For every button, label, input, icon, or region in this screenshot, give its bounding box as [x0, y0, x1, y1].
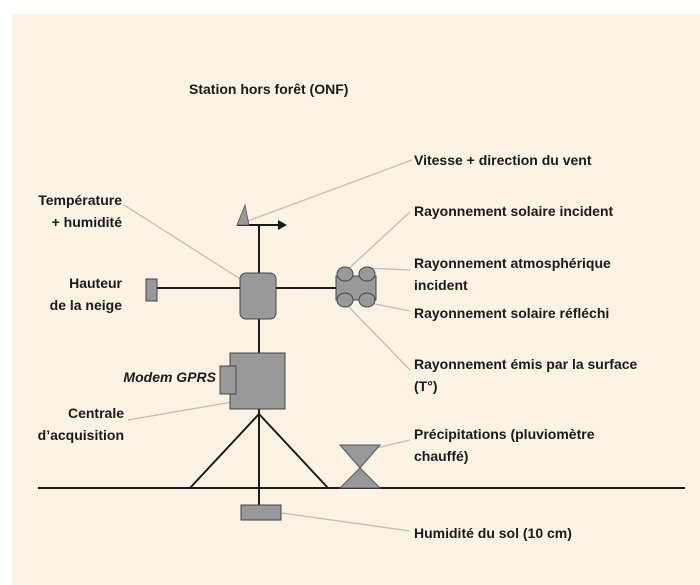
label-temperature: Température + humidité — [10, 189, 122, 233]
wind-arrow-icon — [278, 220, 287, 230]
label-precip-line2: chauffé) — [414, 448, 469, 464]
label-precipitation: Précipitations (pluviomètre chauffé) — [414, 423, 594, 467]
label-solar-reflected: Rayonnement solaire réfléchi — [414, 305, 610, 321]
soil-moisture-sensor — [240, 504, 282, 521]
label-emitted-line2: (T°) — [414, 378, 438, 394]
label-central-line1: Centrale — [67, 405, 124, 421]
tripod-right-leg — [258, 413, 329, 489]
tripod-left-leg — [189, 413, 260, 489]
leader-wind — [244, 159, 413, 223]
leader-temperature — [123, 204, 246, 283]
label-snow-line2: de la neige — [49, 297, 122, 313]
label-central-line2: d’acquisition — [37, 427, 124, 443]
label-soil-moisture: Humidité du sol (10 cm) — [414, 525, 572, 541]
label-emitted-line1: Rayonnement émis par la surface — [414, 356, 638, 372]
leader-solar-reflected — [369, 302, 411, 312]
snow-height-sensor — [145, 278, 158, 302]
label-wind: Vitesse + direction du vent — [414, 152, 592, 168]
label-central: Centrale d’acquisition — [10, 402, 124, 446]
radiometer-bottom-left — [336, 292, 354, 308]
rain-gauge-top — [338, 444, 382, 469]
label-snow-line1: Hauteur — [69, 275, 122, 291]
radiometer-top-left — [336, 266, 354, 282]
label-solar-incident: Rayonnement solaire incident — [414, 203, 614, 219]
leader-solar-incident — [344, 211, 411, 273]
label-atmospheric: Rayonnement atmosphérique incident — [414, 252, 611, 296]
diagram-title: Station hors forêt (ONF) — [189, 81, 349, 97]
leader-surface-emitted — [344, 302, 411, 371]
leader-lines — [123, 159, 413, 532]
wind-vane-icon — [236, 203, 250, 226]
label-modem: Modem GPRS — [123, 369, 216, 385]
data-logger-box — [229, 352, 286, 410]
radiometer-top-right — [358, 266, 376, 282]
gprs-modem — [219, 365, 237, 395]
label-surface-emitted: Rayonnement émis par la surface (T°) — [414, 353, 637, 397]
temperature-humidity-sensor — [239, 272, 277, 320]
leader-soil — [281, 512, 411, 532]
radiometer-bottom-right — [358, 292, 376, 308]
leader-central — [127, 401, 233, 421]
label-temperature-line1: Température — [38, 192, 122, 208]
label-temperature-line2: + humidité — [51, 214, 122, 230]
label-precip-line1: Précipitations (pluviomètre — [414, 426, 595, 442]
rain-gauge-bottom — [338, 467, 382, 489]
label-snow-height: Hauteur de la neige — [20, 272, 122, 316]
label-atmospheric-line1: Rayonnement atmosphérique — [414, 255, 611, 271]
label-atmospheric-line2: incident — [414, 277, 468, 293]
radiometer-assembly — [335, 266, 377, 308]
